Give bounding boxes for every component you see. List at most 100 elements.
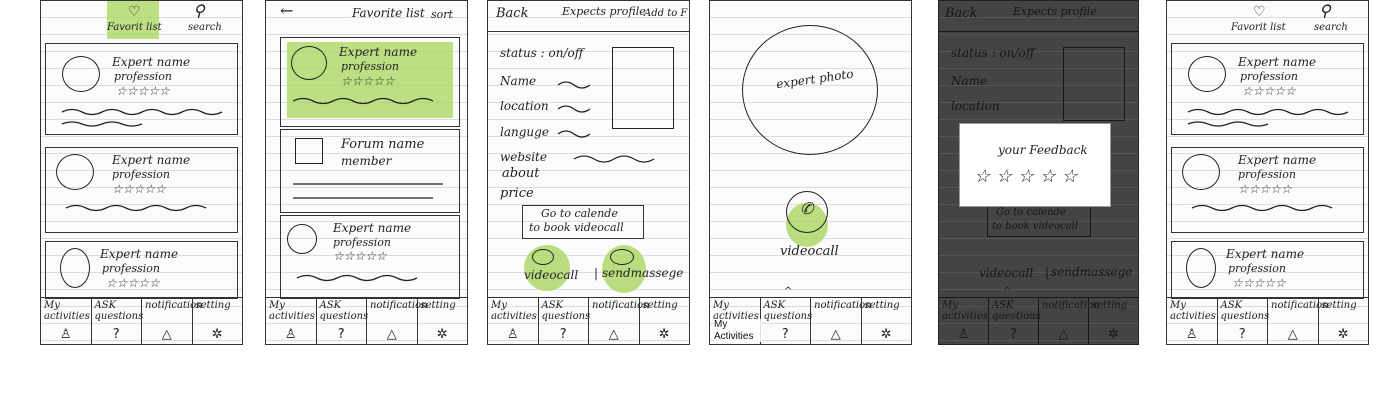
expert-rating: ☆☆☆☆☆ <box>1238 182 1292 196</box>
search-icon[interactable]: ⚲ <box>193 1 205 20</box>
call-button[interactable] <box>786 191 828 233</box>
nav-setting[interactable]: setting✲ <box>864 300 900 342</box>
favorite-tab[interactable]: Favorit list <box>1231 22 1286 33</box>
expert-card[interactable]: Expert name profession ☆☆☆☆☆ <box>1171 43 1364 135</box>
nav-notification[interactable]: notification△ <box>811 298 872 344</box>
expert-avatar <box>291 46 327 80</box>
expert-avatar <box>60 248 90 288</box>
text-scribble <box>293 183 443 199</box>
videocall-button[interactable]: videocall <box>524 268 579 282</box>
videocall-button: videocall <box>979 266 1034 280</box>
expert-name: Expert name <box>333 221 412 235</box>
action-separator: | <box>1045 265 1050 279</box>
expert-card[interactable]: Expert name profession ☆☆☆☆☆ <box>45 147 238 233</box>
gear-crossed-icon: ✲ <box>880 327 892 342</box>
gear-crossed-icon: ✲ <box>1108 327 1119 342</box>
calendar-booking-button[interactable]: Go to calende to book videocall <box>522 205 644 239</box>
nav-setting[interactable]: setting✲ <box>1321 300 1357 342</box>
nav-setting[interactable]: setting✲ <box>420 300 456 342</box>
nav-my-activities[interactable]: My activities♙ <box>1167 298 1218 344</box>
text-scribble <box>65 204 207 212</box>
expert-profession: profession <box>102 262 161 275</box>
screen-videocall: expert photo ✆ videocall ^ My activities… <box>709 0 912 345</box>
website-field-label: website <box>500 150 547 164</box>
nav-notification[interactable]: notification△ <box>367 298 428 344</box>
expert-photo-placeholder <box>1063 47 1125 121</box>
nav-setting: setting✲ <box>1092 300 1128 342</box>
nav-my-activities[interactable]: My activities♙ <box>488 298 539 344</box>
expert-card[interactable]: Expert name profession ☆☆☆☆☆ <box>45 43 238 135</box>
feedback-popup[interactable]: your Feedback ☆ ☆ ☆ ☆ ☆ <box>959 123 1111 207</box>
bell-icon: △ <box>830 327 841 342</box>
status-field: status : on/off <box>951 46 1035 60</box>
nav-notification[interactable]: notification△ <box>142 298 203 344</box>
question-icon: ? <box>781 327 789 342</box>
bell-icon: △ <box>161 327 172 342</box>
text-scribble <box>296 274 418 282</box>
expert-card[interactable]: Expert name profession ☆☆☆☆☆ <box>280 37 460 127</box>
bottom-nav: My activities♙ ASK questions? notificati… <box>1167 297 1368 344</box>
feedback-rating[interactable]: ☆ ☆ ☆ ☆ ☆ <box>974 166 1078 187</box>
expert-card[interactable]: Expert name profession ☆☆☆☆☆ <box>280 215 460 299</box>
send-message-button: sendmassege <box>1051 265 1133 279</box>
forum-card[interactable]: Forum name member <box>280 129 460 213</box>
nav-my-activities[interactable]: My activities♙ <box>266 298 317 344</box>
question-icon: ? <box>1010 327 1017 342</box>
forum-thumbnail <box>295 138 323 164</box>
favorite-tab[interactable]: Favorit list <box>107 22 162 33</box>
nav-setting[interactable]: setting✲ <box>642 300 678 342</box>
gear-crossed-icon: ✲ <box>1337 327 1349 342</box>
expert-profession: profession <box>1238 168 1297 181</box>
expert-name: Expert name <box>1226 247 1305 261</box>
question-icon: ? <box>337 327 345 342</box>
question-icon: ? <box>1238 327 1246 342</box>
expert-photo-placeholder <box>612 47 674 129</box>
nav-ask-questions[interactable]: ASK questions? <box>761 298 812 344</box>
nav-ask-questions[interactable]: ASK questions? <box>92 298 143 344</box>
nav-ask-questions[interactable]: ASK questions? <box>317 298 368 344</box>
language-field-label: languge <box>500 125 549 139</box>
send-message-button[interactable]: sendmassege <box>602 266 684 280</box>
expert-avatar <box>287 224 317 254</box>
nav-ask-questions[interactable]: ASK questions? <box>1218 298 1269 344</box>
expert-card[interactable]: Expert name profession ☆☆☆☆☆ <box>1171 147 1364 233</box>
expert-name: Expert name <box>112 55 191 69</box>
heart-icon[interactable]: ♡ <box>1253 4 1266 20</box>
header-divider <box>939 31 1138 32</box>
expert-profession: profession <box>341 60 400 73</box>
expert-profession: profession <box>1228 262 1287 275</box>
phone-icon: ✆ <box>800 199 814 218</box>
about-field-label: about <box>502 166 540 181</box>
nav-caret: ^ <box>784 286 793 297</box>
back-arrow-icon[interactable]: ← <box>280 1 294 20</box>
add-favorite-button[interactable]: Add to F <box>644 8 688 19</box>
expert-avatar <box>62 56 100 92</box>
nav-notification[interactable]: notification△ <box>589 298 650 344</box>
nav-my-activities: My activities♙ <box>939 298 989 344</box>
sort-button[interactable]: sort <box>431 8 453 21</box>
search-tab[interactable]: search <box>1314 22 1348 33</box>
price-field-label: price <box>500 186 534 201</box>
heart-icon[interactable]: ♡ <box>128 4 141 20</box>
nav-ask-questions[interactable]: ASK questions? <box>539 298 590 344</box>
search-tab[interactable]: search <box>188 22 222 33</box>
nav-setting[interactable]: setting✲ <box>195 300 231 342</box>
bell-icon: △ <box>1287 327 1298 342</box>
forum-member: member <box>341 154 392 168</box>
bottom-nav: My activities♙ ASK questions? notificati… <box>488 297 689 344</box>
expert-card[interactable]: Expert name profession ☆☆☆☆☆ <box>45 241 238 299</box>
search-icon[interactable]: ⚲ <box>1319 1 1331 20</box>
location-field-label: location <box>500 99 549 113</box>
favorite-tab-highlight <box>107 1 159 39</box>
nav-my-activities[interactable]: My activities♙ <box>41 298 92 344</box>
field-values-scribble <box>557 81 655 163</box>
message-bubble-icon <box>610 249 634 265</box>
expert-profession: profession <box>1240 70 1299 83</box>
back-button[interactable]: Back <box>496 6 529 21</box>
person-icon: ♙ <box>284 327 297 342</box>
expert-card[interactable]: Expert name profession ☆☆☆☆☆ <box>1171 241 1364 299</box>
screen-favorites-list-1: ♡ Favorit list ⚲ search Expert name prof… <box>40 0 243 345</box>
nav-notification[interactable]: notification△ <box>1268 298 1329 344</box>
text-scribble <box>61 108 223 127</box>
person-icon: ♙ <box>957 327 970 342</box>
